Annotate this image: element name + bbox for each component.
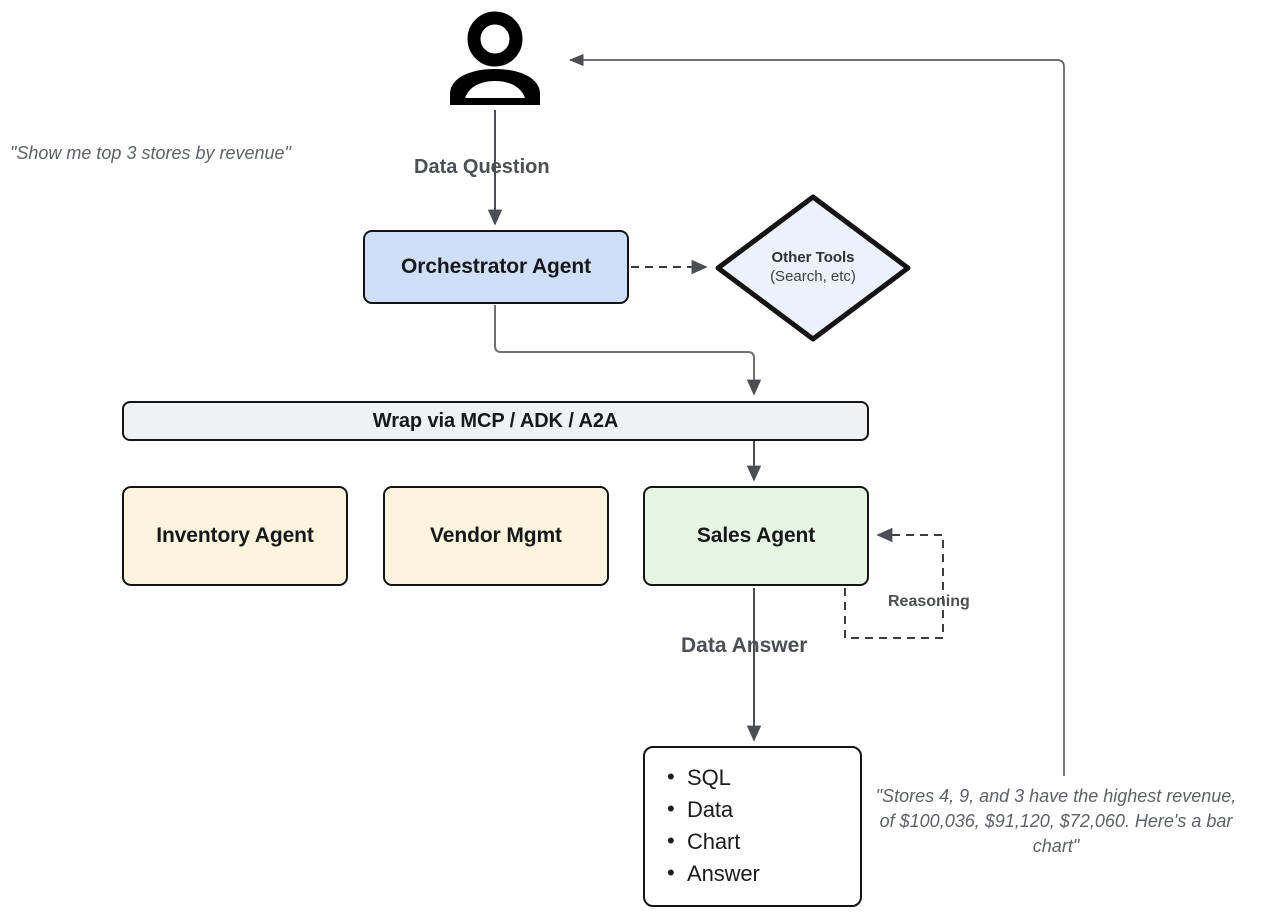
list-item: Chart <box>665 825 860 858</box>
edge-label-data-answer: Data Answer <box>681 634 808 657</box>
node-output-artifacts[interactable]: SQL Data Chart Answer <box>643 746 862 907</box>
node-other-tools[interactable]: Other Tools (Search, etc) <box>713 192 913 344</box>
edge-label-data-question: Data Question <box>414 156 550 178</box>
edge-label-reasoning: Reasoning <box>888 593 970 610</box>
node-wrap-via-mcp-adk-a2a[interactable]: Wrap via MCP / ADK / A2A <box>122 401 869 441</box>
user-quote-annotation: "Show me top 3 stores by revenue" <box>10 143 291 163</box>
other-tools-label: Other Tools <box>771 249 855 267</box>
other-tools-sublabel: (Search, etc) <box>770 268 856 285</box>
node-orchestrator-agent[interactable]: Orchestrator Agent <box>363 230 629 304</box>
node-inventory-agent[interactable]: Inventory Agent <box>122 486 348 586</box>
diamond-shape <box>715 194 911 342</box>
other-tools-text-group: Other Tools (Search, etc) <box>713 192 913 344</box>
answer-quote-annotation: "Stores 4, 9, and 3 have the highest rev… <box>875 786 1237 856</box>
person-icon <box>450 11 540 105</box>
node-sales-agent[interactable]: Sales Agent <box>643 486 869 586</box>
node-vendor-mgmt[interactable]: Vendor Mgmt <box>383 486 609 586</box>
output-artifact-list: SQL Data Chart Answer <box>645 748 860 890</box>
list-item: Data <box>665 793 860 826</box>
list-item: Answer <box>665 857 860 890</box>
list-item: SQL <box>665 761 860 794</box>
